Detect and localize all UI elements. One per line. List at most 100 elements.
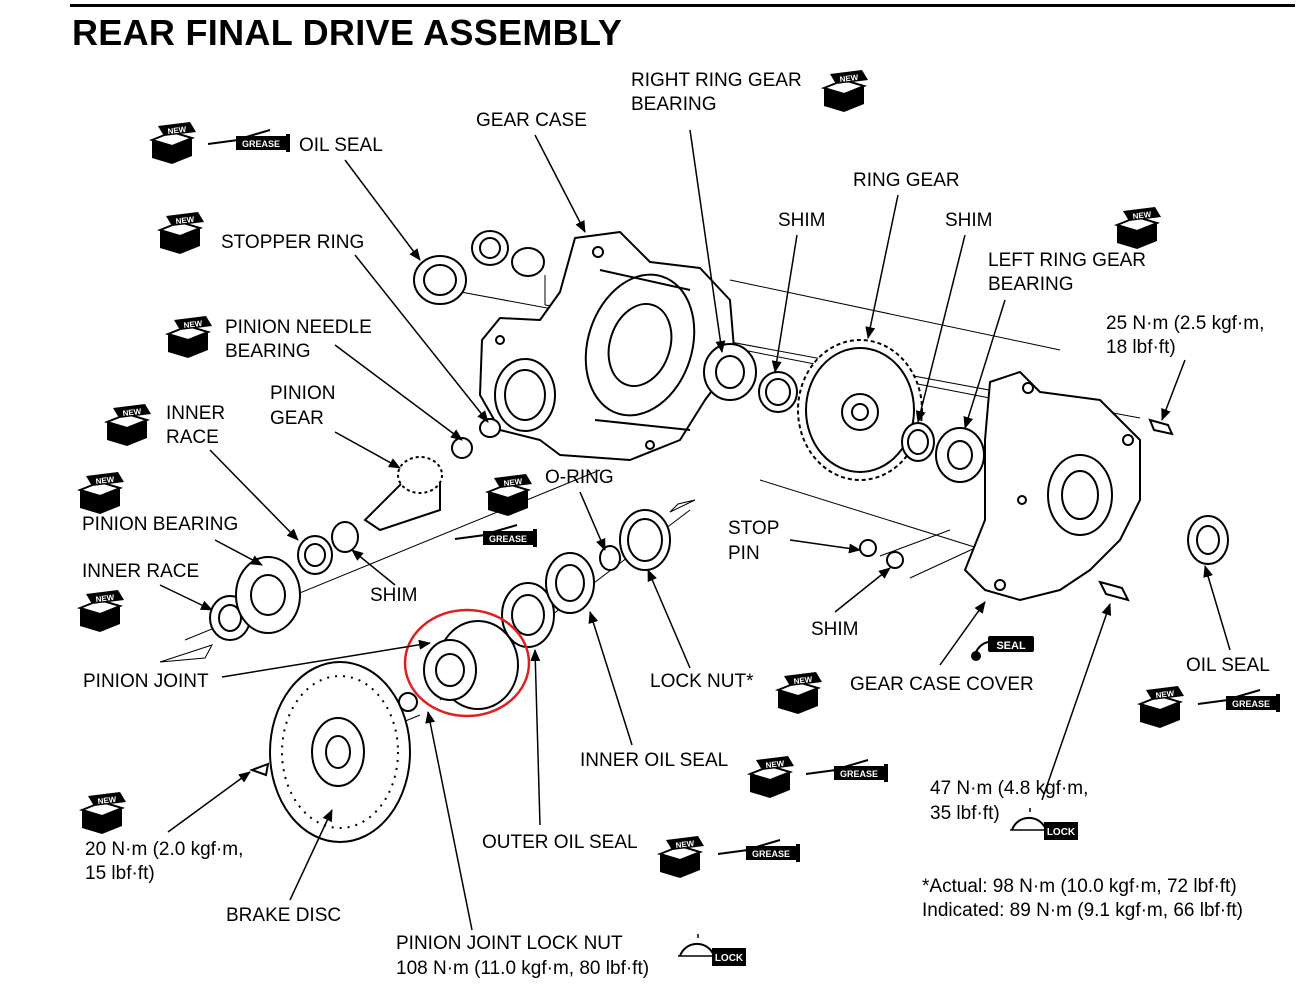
- new-icon-disc-bolt: NEW: [78, 792, 126, 834]
- grease-icon-outer-oil-seal: GREASE: [717, 839, 800, 862]
- lock-icon-pinion-joint-nut: LOCK: [678, 934, 746, 966]
- label-pinion-joint: PINION JOINT: [83, 671, 209, 692]
- torque-cover-bolt-small-2: 18 lbf·ft): [1106, 337, 1176, 358]
- oil-seal-right: [1187, 515, 1229, 565]
- axis-arrow-right: [669, 499, 696, 513]
- label-oil-seal-right: OIL SEAL: [1186, 655, 1270, 676]
- label-stopper-ring: STOPPER RING: [221, 232, 365, 253]
- label-pinion-needle-bearing-1: PINION NEEDLE: [225, 317, 372, 338]
- torque-disc-bolt-2: 15 lbf·ft): [85, 863, 155, 884]
- oil-seal-top: [413, 255, 467, 305]
- label-left-ring-gear-bearing-2: BEARING: [988, 274, 1074, 295]
- left-ring-gear-bearing: [901, 422, 985, 483]
- lock-icon-cover-bolt: LOCK: [1010, 808, 1078, 840]
- label-gear-case-cover: GEAR CASE COVER: [850, 674, 1034, 695]
- svg-text:NEW: NEW: [183, 319, 203, 330]
- new-icon-inner-race-top: NEW: [103, 404, 151, 446]
- page-title: REAR FINAL DRIVE ASSEMBLY: [72, 12, 623, 53]
- torque-cover-bolt-large-2: 35 lbf·ft): [930, 803, 1000, 824]
- label-shim-stop: SHIM: [811, 619, 859, 640]
- grease-icon-inner-oil-seal: GREASE: [805, 759, 888, 782]
- label-oil-seal-top: OIL SEAL: [299, 135, 383, 156]
- label-inner-oil-seal: INNER OIL SEAL: [580, 750, 729, 771]
- svg-text:LOCK: LOCK: [715, 953, 744, 964]
- label-ring-gear: RING GEAR: [853, 170, 960, 191]
- ring-gear: [797, 339, 923, 481]
- highlight-circle: [403, 608, 531, 718]
- label-outer-oil-seal: OUTER OIL SEAL: [482, 832, 638, 853]
- stopper-parts: [471, 230, 545, 277]
- svg-text:GREASE: GREASE: [752, 849, 790, 859]
- label-shim-ring-1: SHIM: [778, 210, 826, 231]
- svg-text:NEW: NEW: [97, 795, 117, 806]
- new-icon-lock-nut: NEW: [774, 672, 822, 714]
- gear-case-cover: [964, 371, 1141, 601]
- stop-pin: [859, 539, 904, 569]
- grease-icon-oil-seal-top: GREASE: [207, 129, 290, 152]
- label-inner-race-top-1: INNER: [166, 403, 226, 424]
- gear-case: [479, 231, 736, 461]
- label-inner-race-top-2: RACE: [166, 427, 219, 448]
- svg-text:NEW: NEW: [1132, 210, 1152, 221]
- label-right-ring-gear-bearing-2: BEARING: [631, 94, 717, 115]
- pinion-gear: [363, 418, 501, 532]
- new-icon-oil-seal-top: NEW: [148, 122, 196, 164]
- label-pinion-joint-lock-nut: PINION JOINT LOCK NUT: [396, 933, 623, 954]
- svg-text:GREASE: GREASE: [489, 534, 527, 544]
- new-icon-oil-seal-right: NEW: [1136, 686, 1184, 728]
- grease-icon-oil-seal-right: GREASE: [1197, 689, 1280, 712]
- label-stop-pin-2: PIN: [728, 543, 760, 564]
- label-gear-case: GEAR CASE: [476, 110, 587, 131]
- label-stop-pin-1: STOP: [728, 518, 780, 539]
- svg-text:NEW: NEW: [1155, 689, 1175, 700]
- label-inner-race-bottom: INNER RACE: [82, 561, 200, 582]
- svg-text:NEW: NEW: [122, 407, 142, 418]
- label-brake-disc: BRAKE DISC: [226, 905, 342, 926]
- svg-text:NEW: NEW: [839, 73, 859, 84]
- top-rule: [70, 4, 1295, 7]
- label-shim-left: SHIM: [370, 585, 418, 606]
- new-icon-stopper-ring: NEW: [156, 212, 204, 254]
- torque-cover-bolt-small-1: 25 N·m (2.5 kgf·m,: [1106, 313, 1265, 334]
- right-ring-gear-bearing: [703, 343, 798, 413]
- svg-text:NEW: NEW: [95, 593, 115, 604]
- torque-disc-bolt-1: 20 N·m (2.0 kgf·m,: [85, 839, 244, 860]
- axis-arrow-left: [159, 644, 214, 663]
- symbol-badges: NEW GREASE NEW NEW NEW NEW NEW NEW GREASE NEW NEW N…: [76, 70, 1280, 966]
- svg-text:NEW: NEW: [95, 475, 115, 486]
- svg-text:NEW: NEW: [175, 215, 195, 226]
- label-shim-ring-2: SHIM: [945, 210, 993, 231]
- new-icon-left-ring-gear-bearing: NEW: [1113, 207, 1161, 249]
- label-pinion-gear-1: PINION: [270, 383, 336, 404]
- svg-text:NEW: NEW: [503, 477, 523, 488]
- label-right-ring-gear-bearing-1: RIGHT RING GEAR: [631, 70, 802, 91]
- brake-disc: [249, 661, 411, 843]
- pinion-joint: [398, 620, 519, 712]
- label-pinion-gear-2: GEAR: [270, 408, 324, 429]
- new-icon-pinion-needle-bearing: NEW: [164, 316, 212, 358]
- svg-text:NEW: NEW: [167, 125, 187, 136]
- label-left-ring-gear-bearing-1: LEFT RING GEAR: [988, 250, 1147, 271]
- svg-text:NEW: NEW: [765, 759, 785, 770]
- grease-icon-o-ring: GREASE: [454, 524, 537, 547]
- seal-icon-gear-case-cover: SEAL: [971, 636, 1034, 661]
- svg-text:GREASE: GREASE: [242, 139, 280, 149]
- note-actual: *Actual: 98 N·m (10.0 kgf·m, 72 lbf·ft): [922, 876, 1237, 897]
- svg-text:LOCK: LOCK: [1047, 827, 1076, 838]
- new-icon-o-ring: NEW: [484, 474, 532, 516]
- svg-text:GREASE: GREASE: [1232, 699, 1270, 709]
- label-lock-nut: LOCK NUT*: [650, 671, 754, 692]
- cover-bolts: [1098, 418, 1174, 602]
- svg-text:SEAL: SEAL: [996, 640, 1026, 652]
- torque-cover-bolt-large-1: 47 N·m (4.8 kgf·m,: [930, 778, 1089, 799]
- svg-text:NEW: NEW: [675, 839, 695, 850]
- new-icon-right-ring-gear-bearing: NEW: [820, 70, 868, 112]
- svg-text:GREASE: GREASE: [840, 769, 878, 779]
- new-icon-outer-oil-seal: NEW: [656, 836, 704, 878]
- leader-lines: [159, 129, 1231, 931]
- label-pinion-bearing: PINION BEARING: [82, 514, 239, 535]
- seal-cluster: [501, 509, 671, 648]
- new-icon-pinion-bearing: NEW: [76, 472, 124, 514]
- new-icon-inner-oil-seal: NEW: [746, 756, 794, 798]
